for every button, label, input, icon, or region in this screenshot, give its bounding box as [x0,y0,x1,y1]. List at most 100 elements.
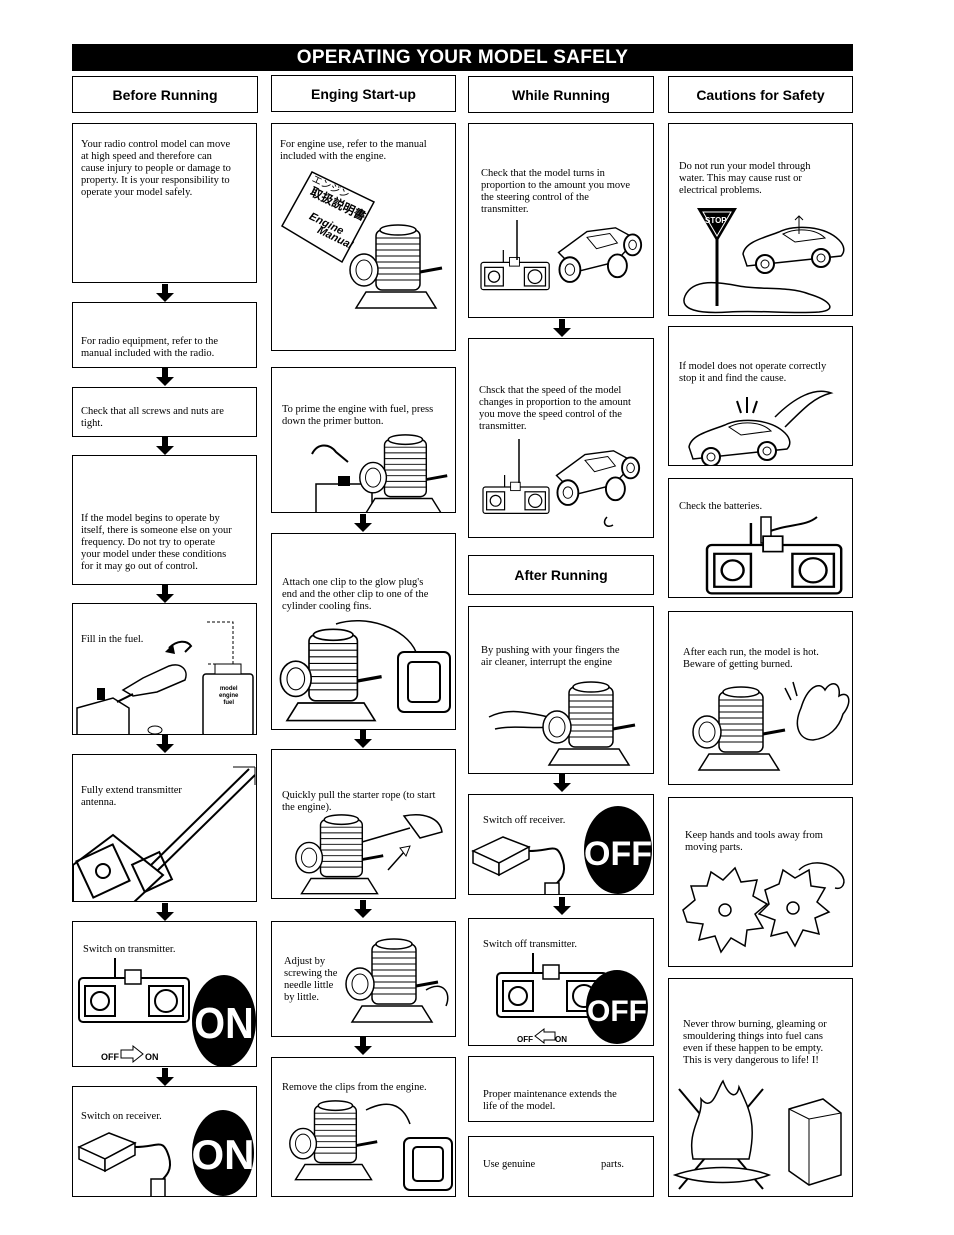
off-badge-text: OFF [587,995,647,1028]
needle-adjust-icon [344,937,449,1024]
startup-step-glow-clip: Attach one clip to the glow plug's end a… [271,533,456,730]
transmitter-antenna-icon [73,766,256,901]
caution-incorrect-operation: If model does not operate correctly stop… [668,326,853,466]
down-arrow-icon [156,1068,174,1086]
before-step-frequency: If the model begins to operate by itself… [72,455,257,585]
after-step-receiver-off: Switch off receiver. OFF [468,794,654,895]
down-arrow-icon [553,774,571,792]
switch-arrow-icon [534,1027,556,1045]
stop-sign-icon [697,208,737,306]
startup-step-needle: Adjust by screwing the needle little by … [271,921,456,1037]
step-text: Switch off receiver. [483,815,566,826]
before-step-radio: For radio equipment, refer to the manual… [72,302,257,368]
startup-step-manual: For engine use, refer to the manual incl… [271,123,456,351]
down-arrow-icon [553,319,571,337]
header-after-running: After Running [468,555,654,595]
startup-step-remove-clips: Remove the clips from the engine. [271,1057,456,1197]
switch-off-label: OFF [517,1035,533,1044]
step-text: By pushing with your fingers the air cle… [481,645,620,668]
down-arrow-icon [354,900,372,918]
step-text: For engine use, refer to the manual incl… [280,139,427,162]
switch-on-label: ON [145,1052,159,1062]
step-text: Chsck that the speed of the model change… [479,385,631,432]
step-text: Your radio control model can move at hig… [81,139,231,198]
step-text: Switch on receiver. [81,1111,162,1122]
caution-fire-fuel-can: Never throw burning, gleaming or smoulde… [668,978,853,1197]
transmitter-icon [78,957,190,1023]
step-text: Fill in the fuel. [81,634,144,645]
engine-primer-icon [311,433,449,512]
fuel-can-label: model engine fuel [219,686,239,706]
air-cleaner-icon [488,680,637,767]
before-step-receiver-on: Switch on receiver. ON [72,1086,257,1197]
step-text: Attach one clip to the glow plug's end a… [282,577,429,612]
header-cautions-for-safety: Cautions for Safety [668,76,853,113]
step-text: Quickly pull the starter rope (to start … [282,790,436,813]
step-text: Proper maintenance extends the life of t… [483,1089,617,1112]
step-text: parts. [601,1159,625,1170]
on-badge-icon: ON [192,1110,255,1196]
page-title: OPERATING YOUR MODEL SAFELY [72,44,853,71]
step-text: Check that all screws and nuts are tight… [81,406,224,429]
before-step-intro: Your radio control model can move at hig… [72,123,257,283]
starter-rope-icon [294,813,443,896]
down-arrow-icon [156,585,174,603]
header-engine-startup: Enging Start-up [271,75,456,112]
before-step-fuel: Fill in the fuel. model engine fuel [72,603,257,735]
glow-clip-icon [278,620,451,723]
car-in-water-icon [683,215,845,314]
step-text: Do not run your model through water. Thi… [679,161,811,196]
down-arrow-icon [156,735,174,753]
before-step-screws: Check that all screws and nuts are tight… [72,387,257,437]
before-step-transmitter-on: Switch on transmitter. OFF ON ON [72,921,257,1067]
down-arrow-icon [156,368,174,386]
steering-check-icon [480,220,643,291]
step-text: To prime the engine with fuel, press dow… [282,404,434,427]
caution-batteries: Check the batteries. [668,478,853,598]
caution-water: Do not run your model through water. Thi… [668,123,853,316]
step-text: If the model begins to operate by itself… [81,513,232,572]
battery-check-icon [705,516,843,595]
receiver-icon [78,1132,172,1196]
switch-arrow-icon [120,1044,144,1064]
step-text: Use genuine [483,1159,536,1170]
down-arrow-icon [553,897,571,915]
car-trouble-icon [688,390,834,465]
step-text: Keep hands and tools away from moving pa… [685,830,823,853]
after-step-transmitter-off: Switch off transmitter. OFF ON OFF [468,918,654,1046]
step-text: Switch off transmitter. [483,939,578,950]
header-before-running: Before Running [72,76,258,113]
down-arrow-icon [354,730,372,748]
after-step-air-cleaner: By pushing with your fingers the air cle… [468,606,654,774]
before-step-antenna: Fully extend transmitter antenna. [72,754,257,902]
step-text: For radio equipment, refer to the manual… [81,336,219,359]
step-text: Switch on transmitter. [83,944,176,955]
down-arrow-icon [354,1037,372,1055]
step-text: Fully extend transmitter antenna. [81,785,182,808]
step-text: Check the batteries. [679,501,763,512]
after-step-maintenance: Proper maintenance extends the life of t… [468,1056,654,1122]
switch-on-label: ON [555,1035,567,1044]
remove-clips-icon [288,1099,453,1191]
while-step-steering: Check that the model turns in proportion… [468,123,654,318]
receiver-icon [472,836,566,894]
caution-moving-parts: Keep hands and tools away from moving pa… [668,797,853,967]
on-badge-text: ON [194,998,253,1047]
startup-step-prime: To prime the engine with fuel, press dow… [271,367,456,513]
engine-manual-icon [280,171,376,264]
step-text: If model does not operate correctly stop… [679,361,827,384]
down-arrow-icon [156,437,174,455]
fire-fuel-can-icon [672,1079,842,1190]
down-arrow-icon [354,514,372,532]
step-text: Adjust by screwing the needle little by … [284,956,338,1003]
step-text: Check that the model turns in proportion… [481,168,631,215]
fuel-bottle-icon [76,621,254,734]
on-badge-icon: ON [192,975,256,1066]
startup-step-starter-rope: Quickly pull the starter rope (to start … [271,749,456,899]
switch-off-label: OFF [101,1052,119,1062]
off-badge-icon: OFF [586,970,648,1044]
after-step-genuine-parts: Use genuine parts. [468,1136,654,1197]
header-while-running: While Running [468,76,654,113]
step-text: Remove the clips from the engine. [282,1082,427,1093]
step-text: Never throw burning, gleaming or smoulde… [683,1019,827,1066]
